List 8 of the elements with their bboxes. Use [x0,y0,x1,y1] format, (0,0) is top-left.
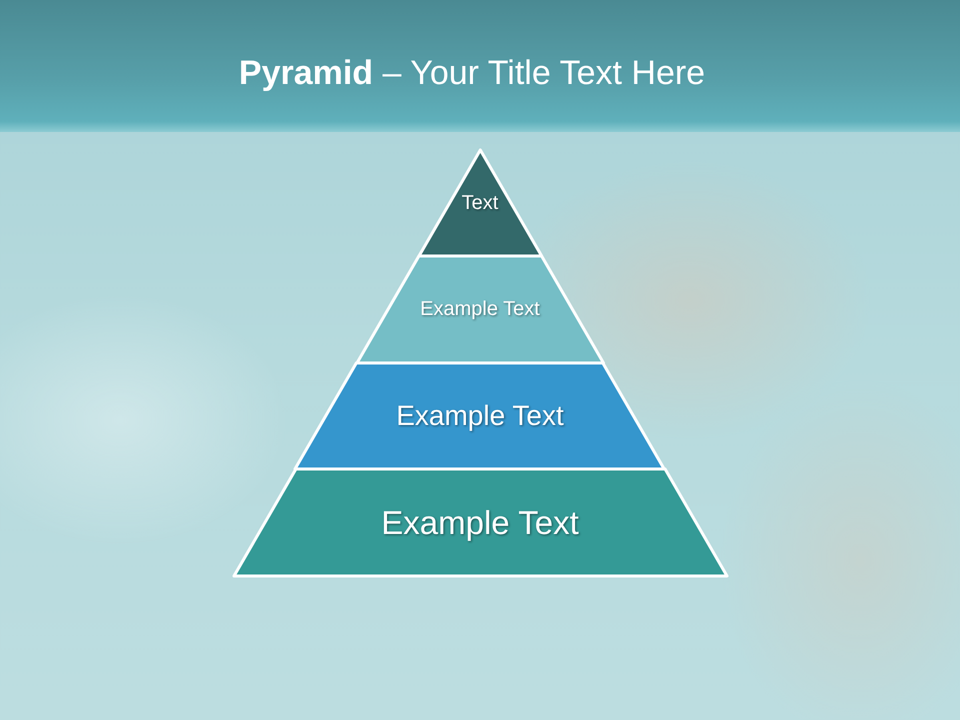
slide-title: Pyramid – Your Title Text Here [238,53,706,94]
tier-label: Example Text [420,298,540,321]
tier-label: Text [462,192,498,214]
pyramid-tier [354,254,606,365]
tier-label: Example Text [381,504,579,542]
pyramid-tier [293,361,667,471]
tier-label: Example Text [396,400,564,432]
pyramid-tier [232,467,728,578]
